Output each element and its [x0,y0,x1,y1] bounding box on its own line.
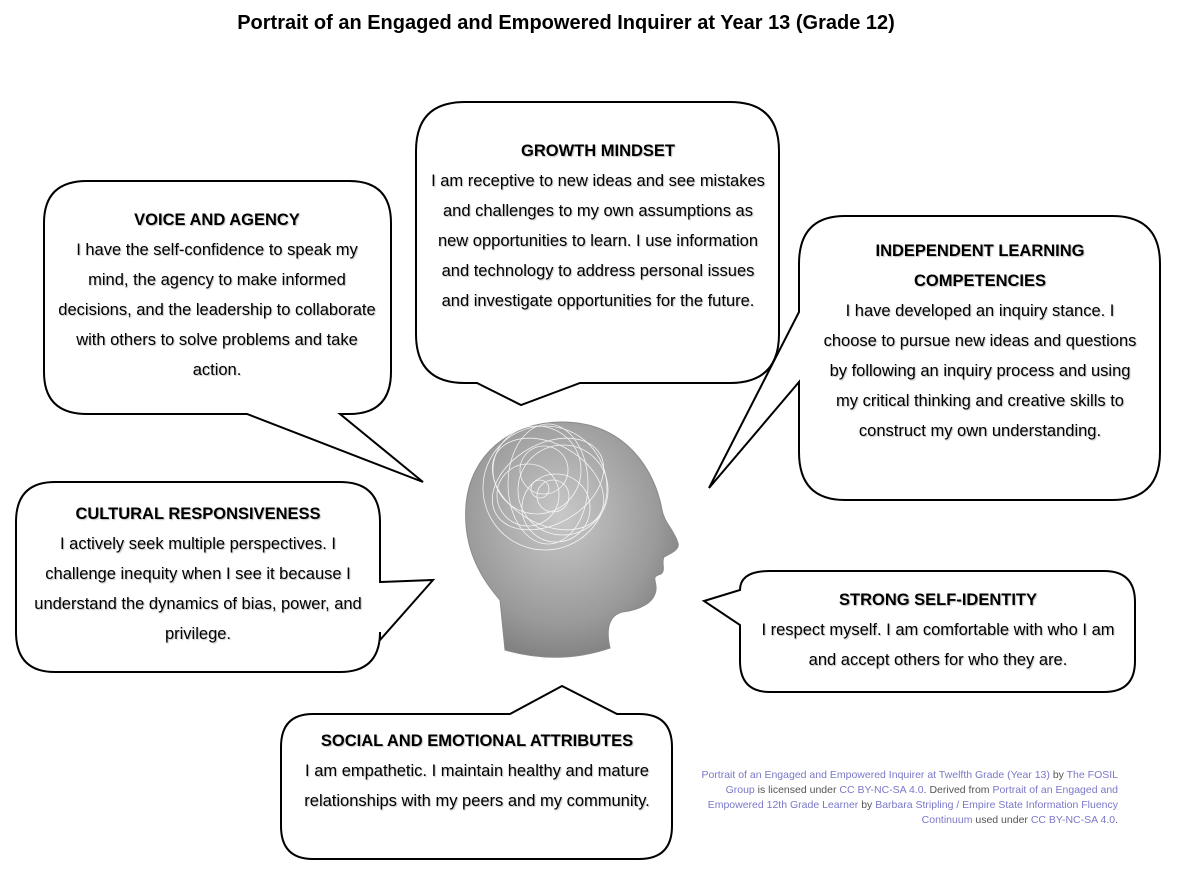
credit-work-title-link[interactable]: Portrait of an Engaged and Empowered Inq… [701,769,1050,781]
credit-text: . Derived from [923,784,993,796]
license-credit: Portrait of an Engaged and Empowered Inq… [700,768,1118,828]
bubble-social-emotional-shape [280,684,673,860]
bubble-growth-mindset-shape [415,101,780,407]
bubble-independent-learning: INDEPENDENT LEARNING COMPETENCIES I have… [820,236,1140,446]
page-title: Portrait of an Engaged and Empowered Inq… [237,12,895,34]
bubble-heading: SOCIAL AND EMOTIONAL ATTRIBUTES [320,732,634,750]
bubble-heading: STRONG SELF-IDENTITY [839,591,1037,609]
credit-license-link[interactable]: CC BY-NC-SA 4.0 [1030,814,1116,826]
credit-license-link[interactable]: CC BY-NC-SA 4.0 [839,784,924,796]
bubble-heading: GROWTH MINDSET [521,142,675,160]
bubble-heading: INDEPENDENT LEARNING COMPETENCIES [875,242,1085,290]
bubble-cultural-responsiveness-shape [15,481,436,673]
bubble-social-emotional: SOCIAL AND EMOTIONAL ATTRIBUTES I am emp… [296,726,658,816]
bubble-heading: VOICE AND AGENCY [134,211,300,229]
bubble-body: I am receptive to new ideas and see mist… [431,172,765,310]
bubble-voice-and-agency: VOICE AND AGENCY I have the self-confide… [58,205,376,385]
bubble-body: I respect myself. I am comfortable with … [761,621,1115,669]
credit-text: by [858,799,876,811]
bubble-body: I am empathetic. I maintain healthy and … [304,762,650,810]
bubble-cultural-responsiveness: CULTURAL RESPONSIVENESS I actively seek … [32,499,364,649]
credit-text: . [1115,814,1118,826]
bubble-body: I have developed an inquiry stance. I ch… [823,302,1137,440]
credit-text: used under [972,814,1031,826]
credit-source-author-link[interactable]: Barbara Stripling / Empire State Informa… [875,799,1118,826]
bubble-independent-learning-shape [708,215,1161,501]
bubble-strong-self-identity-shape [701,570,1136,693]
head-with-spiral-icon [465,421,679,658]
bubble-heading: CULTURAL RESPONSIVENESS [75,505,321,523]
bubble-body: I have the self-confidence to speak my m… [58,241,376,379]
bubble-voice-and-agency-shape [43,180,424,483]
credit-source-title-link[interactable]: Portrait of an Engaged and Empowered 12t… [707,784,1118,811]
bubble-strong-self-identity: STRONG SELF-IDENTITY I respect myself. I… [752,585,1124,675]
credit-text: is licensed under [754,784,840,796]
credit-author-link[interactable]: The FOSIL Group [725,769,1118,796]
credit-text: by [1049,769,1067,781]
bubble-growth-mindset: GROWTH MINDSET I am receptive to new ide… [430,136,766,316]
bubble-body: I actively seek multiple perspectives. I… [34,535,362,643]
